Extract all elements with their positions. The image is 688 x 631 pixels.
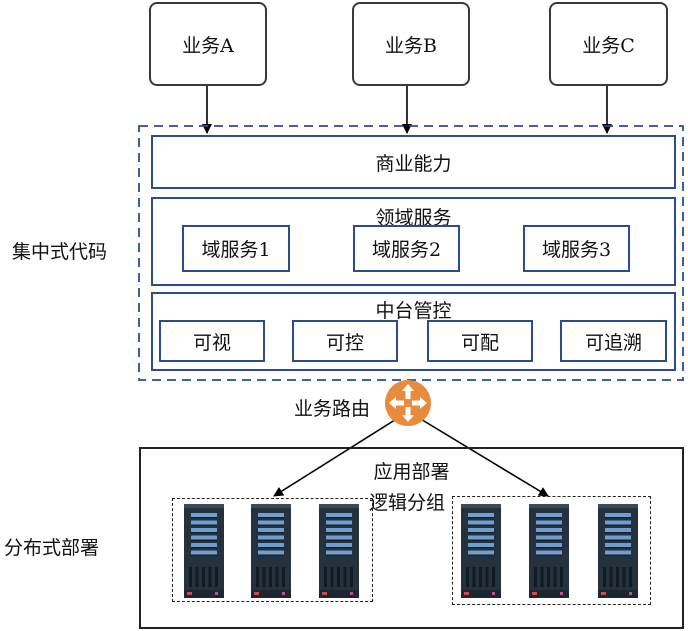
middle-platform-title: 中台管控 — [375, 300, 452, 322]
centralized-code-label: 集中式代码 — [12, 241, 108, 263]
centralized-boundary — [138, 125, 684, 381]
business-capability-label: 商业能力 — [375, 152, 452, 175]
domain-service-1-label: 域服务1 — [201, 239, 271, 261]
server-icon — [184, 504, 224, 598]
server-icon — [319, 504, 359, 598]
server-icon — [461, 504, 501, 598]
arrow-router-right — [418, 417, 549, 497]
service-b-label: 业务B — [385, 34, 437, 57]
service-c-box[interactable]: 业务C — [549, 2, 668, 86]
domain-service-3[interactable]: 域服务3 — [523, 225, 630, 272]
domain-services-title: 领域服务 — [375, 207, 452, 229]
business-capability-panel: 商业能力 — [151, 135, 676, 189]
domain-service-2[interactable]: 域服务2 — [353, 225, 460, 272]
domain-service-2-label: 域服务2 — [371, 239, 442, 261]
distributed-deploy-label: 分布式部署 — [4, 537, 100, 559]
platform-item-traceable-label: 可追溯 — [584, 331, 642, 354]
logical-group-label: 逻辑分组 — [368, 488, 447, 515]
platform-item-traceable[interactable]: 可追溯 — [560, 320, 667, 362]
domain-service-3-label: 域服务3 — [541, 239, 612, 261]
arrow-router-left — [273, 417, 399, 497]
platform-item-configurable-label: 可配 — [460, 331, 499, 354]
service-a-box[interactable]: 业务A — [149, 2, 267, 86]
platform-item-controllable[interactable]: 可控 — [292, 320, 398, 362]
server-icon — [598, 504, 638, 598]
domain-service-1[interactable]: 域服务1 — [182, 225, 290, 272]
service-c-label: 业务C — [582, 34, 635, 57]
deployment-panel: 应用部署 — [139, 447, 684, 629]
service-a-label: 业务A — [182, 34, 234, 57]
platform-item-configurable[interactable]: 可配 — [427, 320, 533, 362]
deployment-title: 应用部署 — [373, 461, 450, 483]
router-icon[interactable] — [383, 378, 433, 428]
server-icon — [529, 504, 569, 598]
business-routing-label: 业务路由 — [294, 398, 371, 420]
platform-item-controllable-label: 可控 — [325, 331, 364, 354]
service-b-box[interactable]: 业务B — [352, 2, 470, 86]
platform-item-visible-label: 可视 — [192, 331, 231, 354]
logical-group-left — [172, 498, 373, 602]
server-icon — [251, 504, 291, 598]
logical-group-right — [452, 496, 651, 605]
platform-item-visible[interactable]: 可视 — [159, 320, 265, 362]
